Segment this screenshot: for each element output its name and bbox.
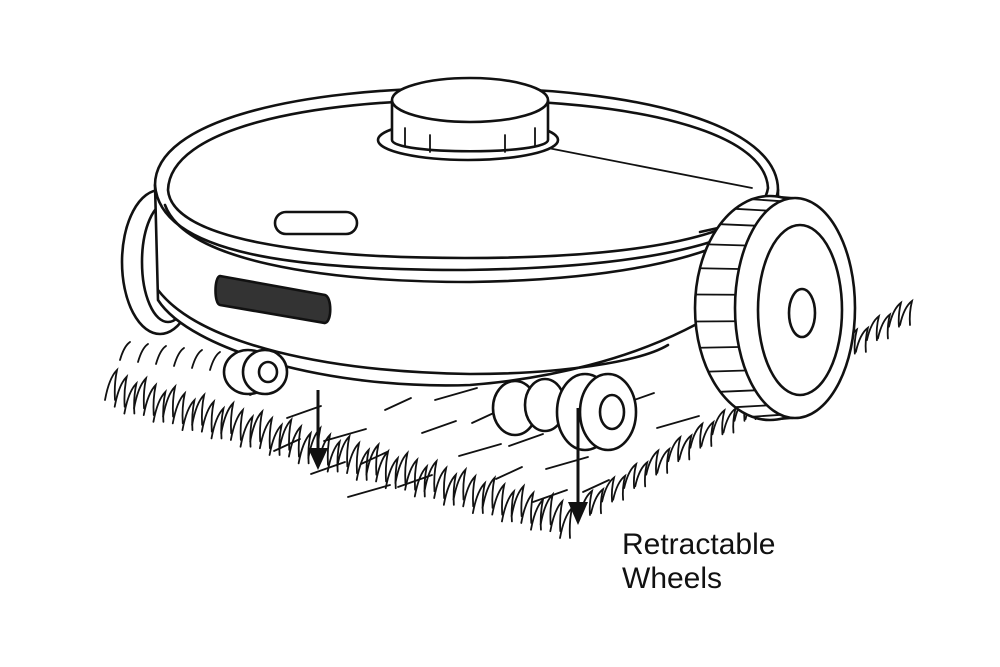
grass-blade xyxy=(888,300,903,328)
grass-blade xyxy=(137,343,149,363)
grass-blade xyxy=(119,341,131,361)
tread-line xyxy=(751,413,782,418)
grass-blade xyxy=(258,415,274,450)
tread-line xyxy=(698,346,740,349)
tread-line xyxy=(719,223,757,227)
grass-blade xyxy=(394,450,409,484)
grass-blade xyxy=(173,347,185,367)
grass-blade xyxy=(155,345,167,365)
ground-stroke xyxy=(582,479,610,493)
grass-blade xyxy=(520,490,535,524)
grass-blade xyxy=(200,398,216,433)
tread-line xyxy=(769,195,796,199)
grass-blade xyxy=(336,433,351,468)
grass-blade xyxy=(678,433,693,461)
down-arrow-left xyxy=(308,390,328,470)
ground-stroke xyxy=(384,397,412,411)
grass-blade xyxy=(877,312,892,340)
tread-line xyxy=(707,243,747,247)
ground-stroke xyxy=(310,461,346,475)
retractable-wheel-front xyxy=(555,372,638,452)
grass-blade xyxy=(433,465,448,499)
grass-blade xyxy=(510,483,526,518)
grass-blade xyxy=(365,441,380,476)
grass-blade xyxy=(191,392,206,426)
ground-stroke xyxy=(421,420,457,434)
grass-blade xyxy=(278,416,293,451)
ground-stroke xyxy=(532,489,568,503)
grass-blade xyxy=(404,456,419,491)
ground-shading xyxy=(249,382,700,503)
grass-blade xyxy=(171,390,187,425)
grass-blade xyxy=(288,423,303,458)
grass-blade xyxy=(142,382,158,416)
tread-line xyxy=(751,198,782,203)
grass-blade xyxy=(689,421,704,449)
grass-blade xyxy=(667,434,682,463)
grass-blade xyxy=(549,498,564,533)
tread-line xyxy=(698,267,740,270)
grass-blade xyxy=(601,475,616,503)
retractable-wheels-label: Retractable Wheels xyxy=(622,528,775,596)
ground-stroke xyxy=(458,443,502,457)
grass-blade xyxy=(209,351,221,371)
grass-blade xyxy=(104,367,119,401)
grass-blade xyxy=(481,475,497,509)
ground-stroke xyxy=(656,415,700,429)
tread-line xyxy=(719,389,757,393)
grass-blade xyxy=(491,481,506,516)
retractable-wheel-left xyxy=(222,348,289,396)
tread-line xyxy=(734,404,769,409)
grass-blade xyxy=(346,440,361,475)
grass-blade xyxy=(559,505,574,539)
grass-area xyxy=(104,298,914,539)
grass-blade xyxy=(700,419,715,447)
ground-stroke xyxy=(286,405,322,419)
ground-stroke xyxy=(495,466,523,480)
down-arrow-right xyxy=(568,408,588,525)
grass-blade xyxy=(656,446,671,474)
grass-blade xyxy=(452,466,468,501)
grass-blade xyxy=(634,460,649,488)
grass-blade xyxy=(162,383,177,418)
grass-blade xyxy=(865,313,881,342)
tread-line xyxy=(734,207,769,212)
ground-stroke xyxy=(360,451,388,465)
right-drive-wheel xyxy=(693,194,857,422)
grass-blade xyxy=(133,375,148,410)
grass-blade xyxy=(220,400,235,435)
status-indicator xyxy=(273,210,359,236)
lidar-sensor xyxy=(376,76,560,162)
grass-blade xyxy=(590,487,605,515)
grass-blade xyxy=(899,298,914,326)
grass-blade xyxy=(229,407,245,441)
ground-stroke xyxy=(434,387,478,401)
ground-stroke xyxy=(508,433,544,447)
ground-stroke xyxy=(347,484,391,498)
wheel-tread xyxy=(694,195,796,421)
tread-line xyxy=(769,417,796,421)
grass-blade xyxy=(711,408,726,436)
grass-blade xyxy=(854,325,870,353)
ground-stroke xyxy=(323,428,367,442)
ground-stroke xyxy=(273,438,301,452)
grass-blade xyxy=(645,448,660,476)
grass-blade xyxy=(462,473,477,508)
label-line-2: Wheels xyxy=(622,562,723,595)
grass-blade xyxy=(612,473,627,501)
retractable-wheel-rear xyxy=(491,377,567,437)
ground-stroke xyxy=(397,474,433,488)
grass-blade xyxy=(191,349,203,369)
ground-stroke xyxy=(545,456,589,470)
sensor-window-icon xyxy=(214,274,332,325)
grass-blade xyxy=(249,408,264,443)
grass-blade xyxy=(375,448,390,483)
grass-blade xyxy=(423,458,438,493)
grass-blade xyxy=(623,461,638,490)
grass-blade xyxy=(113,373,129,408)
tread-line xyxy=(707,369,747,373)
label-line-1: Retractable xyxy=(622,528,776,561)
